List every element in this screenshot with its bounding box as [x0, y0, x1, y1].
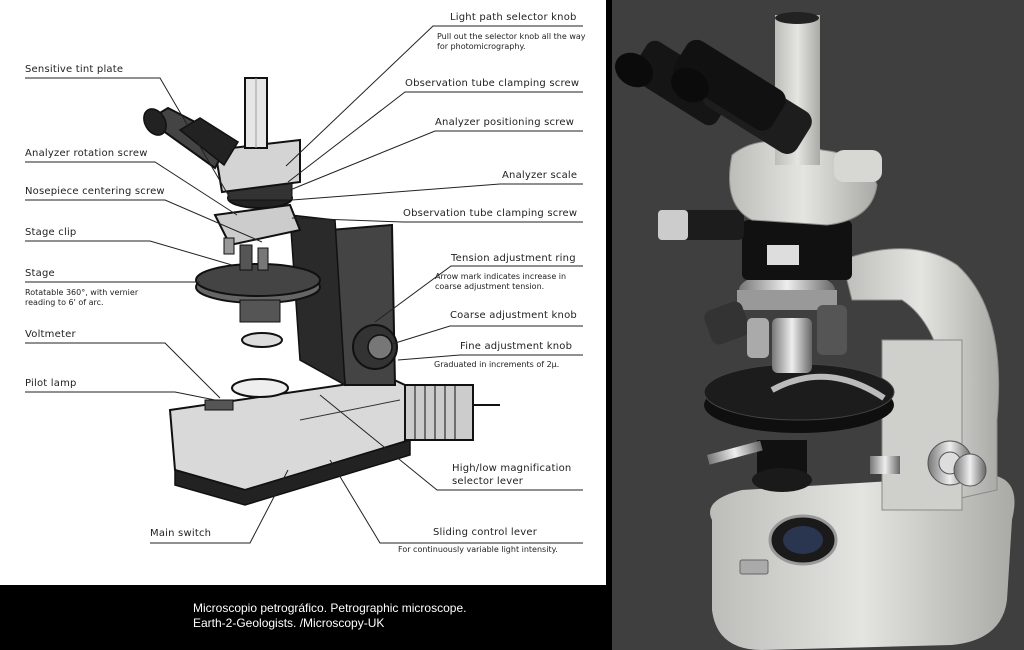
label-high-low-magnification-lever: High/low magnification selector lever: [452, 463, 572, 487]
labeled-diagram-panel: Light path selector knob Pull out the se…: [0, 0, 606, 585]
note-tension: Arrow mark indicates increase in coarse …: [435, 272, 567, 291]
caption-line-1: Microscopio petrográfico. Petrographic m…: [193, 601, 467, 615]
label-light-path-selector-knob: Light path selector knob: [450, 12, 577, 23]
leader-lines: [25, 25, 583, 544]
label-coarse-adjustment-knob: Coarse adjustment knob: [450, 310, 577, 321]
lamp-housing: [404, 384, 500, 441]
microscope-photo: [612, 0, 1024, 650]
photo-stage: [703, 363, 895, 492]
observation-head: [143, 77, 301, 209]
caption: Microscopio petrográfico. Petrographic m…: [193, 601, 466, 631]
label-analyzer-positioning-screw: Analyzer positioning screw: [435, 117, 575, 128]
label-stage-clip: Stage clip: [25, 227, 77, 238]
label-fine-adjustment-knob: Fine adjustment knob: [460, 341, 573, 352]
label-voltmeter: Voltmeter: [25, 329, 76, 340]
label-observation-tube-clamping-screw-2: Observation tube clamping screw: [403, 208, 578, 219]
caption-bar: [0, 585, 606, 650]
label-tension-adjustment-ring: Tension adjustment ring: [451, 253, 576, 264]
label-stage: Stage: [25, 268, 55, 279]
photo-nosepiece: [704, 272, 847, 373]
microscope-photo-illustration: [615, 12, 1015, 650]
label-analyzer-scale: Analyzer scale: [502, 170, 578, 181]
microscope-base: [168, 376, 422, 506]
note-light-path: Pull out the selector knob all the way f…: [437, 32, 586, 51]
caption-line-2: Earth-2-Geologists. /Microscopy-UK: [193, 616, 385, 630]
label-observation-tube-clamping-screw-1: Observation tube clamping screw: [405, 78, 580, 89]
label-main-switch: Main switch: [150, 528, 212, 539]
photo-eyepieces: [615, 39, 812, 154]
photo-base: [710, 475, 1015, 650]
note-sliding: For continuously variable light intensit…: [398, 545, 558, 554]
photo-intermediate-tube: [658, 210, 852, 280]
photo-arm: [841, 248, 1000, 511]
label-sliding-control-lever: Sliding control lever: [433, 527, 538, 538]
label-analyzer-rotation-screw: Analyzer rotation screw: [25, 148, 148, 159]
label-sensitive-tint-plate: Sensitive tint plate: [25, 64, 124, 75]
label-nosepiece-centering-screw: Nosepiece centering screw: [25, 186, 165, 197]
nosepiece: [213, 203, 302, 271]
microscope-arm: [289, 214, 398, 387]
label-pilot-lamp: Pilot lamp: [25, 378, 77, 389]
note-stage: Rotatable 360°, with vernier reading to …: [25, 288, 139, 307]
note-fine: Graduated in increments of 2µ.: [434, 360, 560, 369]
rotating-stage: [195, 263, 321, 348]
microscope-drawing: [25, 25, 583, 544]
